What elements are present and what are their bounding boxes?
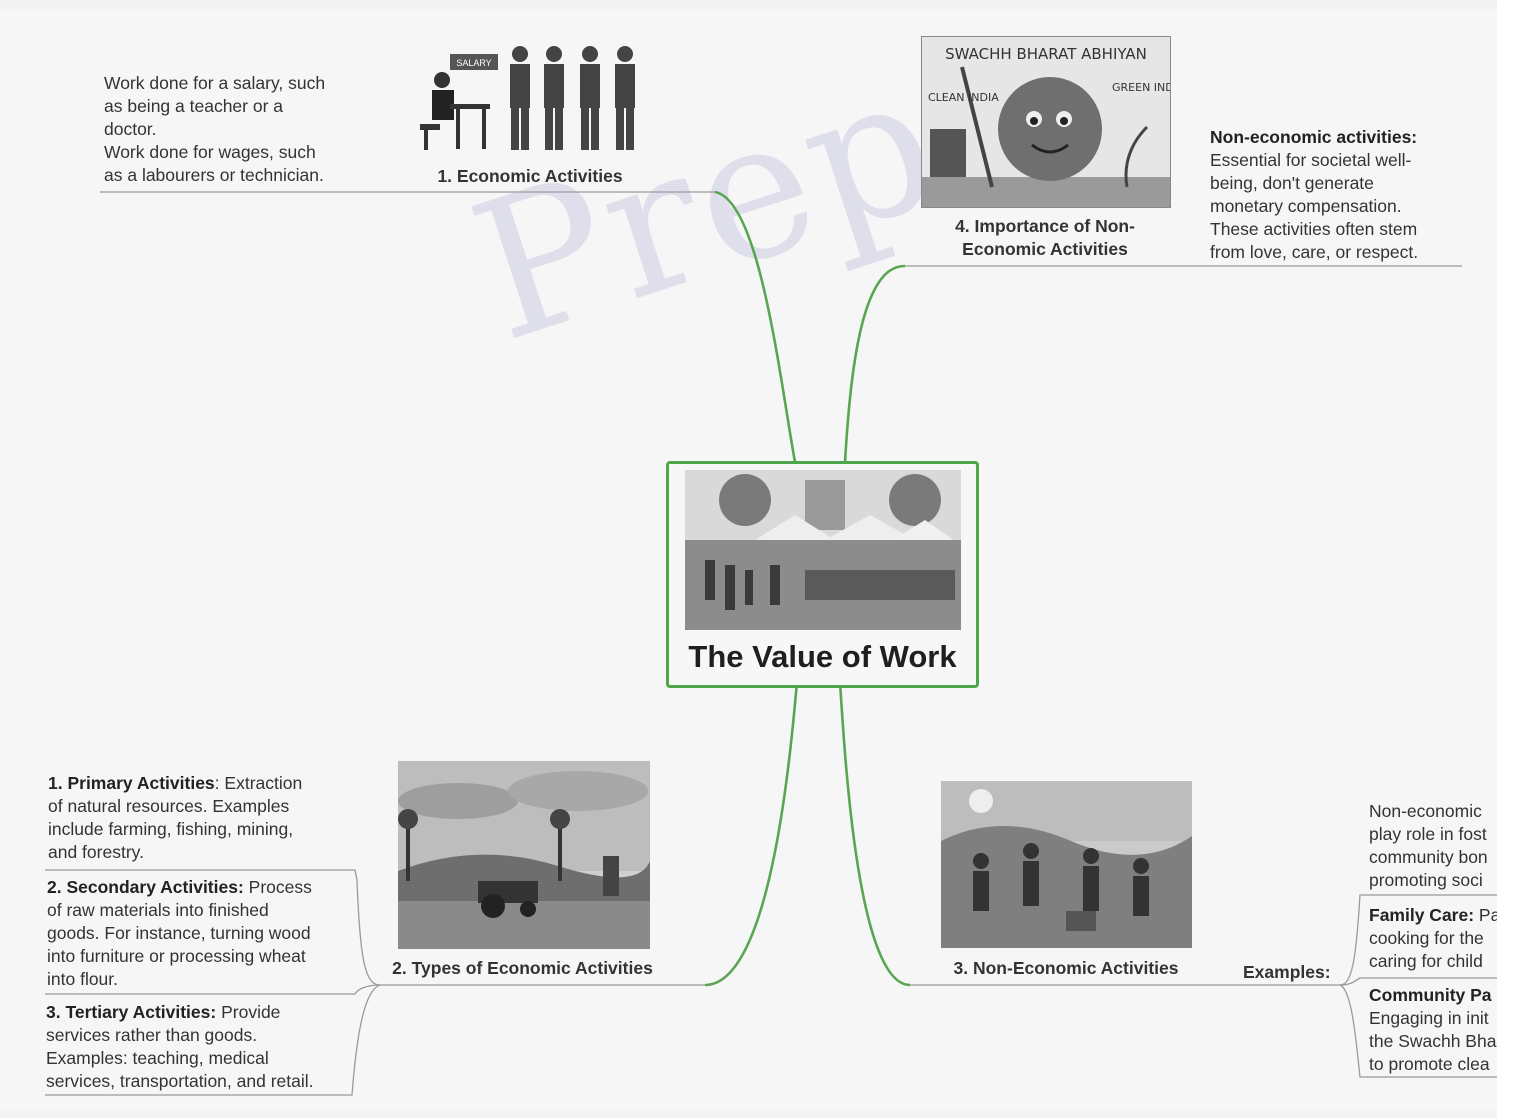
page-edge [1497,0,1515,1118]
importance-desc-line: from love, care, or respect. [1210,242,1419,262]
economic-desc-line: as being a teacher or a [104,96,284,116]
tertiary-title: 3. Tertiary Activities: [46,1002,217,1022]
branch-importance [843,264,906,463]
economic-description: Work done for a salary, such as being a … [104,72,364,187]
economic-desc-line: as a labourers or technician. [104,165,324,185]
farming-scene-image [398,761,650,949]
importance-desc-line: These activities often stem [1210,219,1418,239]
examples-label: Examples: [1243,962,1331,982]
secondary-activities-text: 2. Secondary Activities: Process of raw … [47,877,312,989]
importance-label-line: 4. Importance of Non- [955,216,1135,236]
branch-economic [714,190,797,463]
salary-sign-text: SALARY [456,58,491,68]
economic-desc-line: Work done for a salary, such [104,73,326,93]
economic-label: 1. Economic Activities [437,166,623,186]
economic-desc-line: doctor. [104,119,157,139]
importance-heading: Non-economic activities: [1210,127,1418,147]
family-care-title: Family Care: [1369,905,1475,925]
branch-non-economic [838,681,911,987]
market-scene-image [685,470,961,630]
community-work-image [941,781,1192,948]
non-economic-intro: Non-economic play role in fost community… [1369,801,1488,890]
primary-activities-text: 1. Primary Activities: Extraction of nat… [48,773,303,862]
central-topic-title: The Value of Work [688,639,957,674]
types-label: 2. Types of Economic Activities [392,958,653,978]
economic-illustration: SALARY [420,44,645,156]
types-bracket [45,869,381,986]
importance-desc-line: being, don't generate [1210,173,1374,193]
economic-desc-line: Work done for wages, such [104,142,316,162]
tertiary-activities-text: 3. Tertiary Activities: Provide services… [46,1002,314,1091]
poster-title: SWACHH BHARAT ABHIYAN [945,45,1147,63]
primary-title: 1. Primary Activities [48,773,215,793]
importance-description: Non-economic activities: Essential for s… [1210,126,1480,264]
community-participation-text: Community Pa Engaging in init the Swachh… [1369,985,1497,1074]
family-care-text: Family Care: Pa cooking for the caring f… [1369,905,1497,971]
importance-desc-line: Essential for societal well- [1210,150,1412,170]
poster-right: GREEN INDIA [1112,81,1170,94]
examples-bracket [1339,894,1497,986]
importance-label: 4. Importance of Non- Economic Activitie… [925,215,1165,261]
swachh-bharat-poster: SWACHH BHARAT ABHIYAN CLEAN INDIA GREEN … [921,36,1171,208]
poster-left: CLEAN INDIA [928,91,999,104]
importance-desc-line: monetary compensation. [1210,196,1402,216]
central-topic-node: The Value of Work [666,461,979,688]
non-economic-label: 3. Non-Economic Activities [953,958,1179,978]
importance-label-line: Economic Activities [962,239,1128,259]
branch-types [704,681,799,987]
community-title: Community Pa [1369,985,1492,1005]
secondary-title: 2. Secondary Activities: [47,877,244,897]
